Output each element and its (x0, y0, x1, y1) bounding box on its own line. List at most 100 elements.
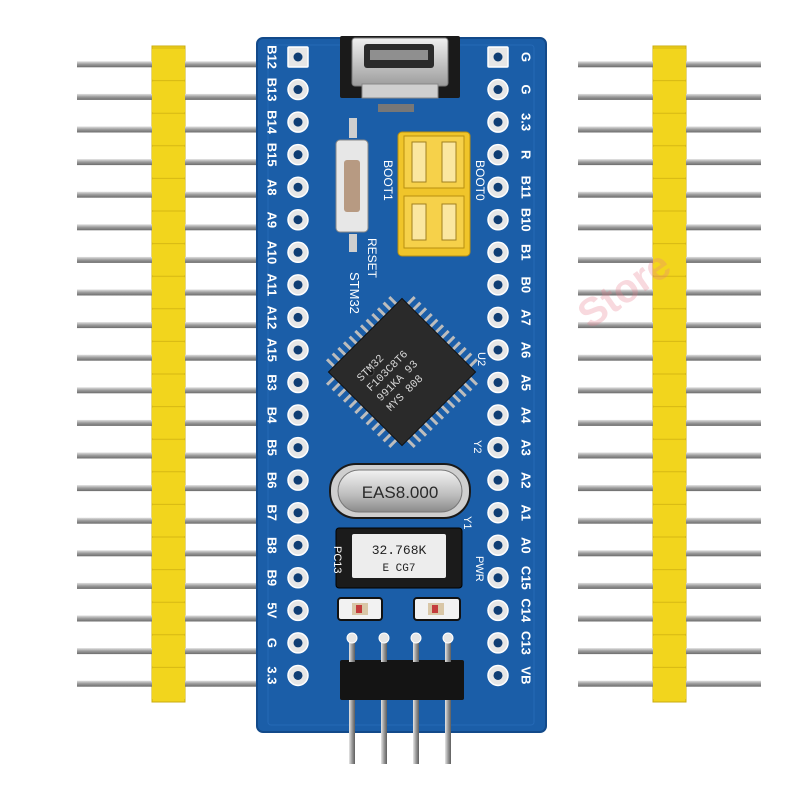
right-header-segment (653, 114, 686, 145)
right-pin-label: R (519, 150, 534, 160)
left-header-segment (152, 375, 185, 406)
right-header-segment (653, 375, 686, 406)
right-pin-hole (493, 85, 503, 95)
right-pin-pads (487, 46, 509, 687)
right-pin-hole (493, 443, 503, 453)
left-header-segment (152, 440, 185, 471)
right-pin-hole (493, 378, 503, 387)
swd-pad (378, 632, 390, 644)
left-pin-hole (293, 410, 303, 420)
left-header-segment (152, 505, 185, 536)
swd-pin (445, 700, 451, 764)
left-header-segment (152, 342, 185, 373)
swd-debug-header (340, 632, 464, 764)
left-header-segment (152, 570, 185, 602)
left-pin-label: B8 (265, 537, 280, 554)
left-pin-label: A11 (265, 273, 280, 296)
right-header-segment (653, 440, 686, 471)
led-pwr (413, 597, 461, 621)
right-pin-label: A5 (519, 374, 534, 391)
left-header-segment (152, 407, 185, 439)
right-pin-hole (493, 573, 503, 583)
right-header-segment (653, 668, 686, 699)
left-header-segment (152, 244, 185, 276)
right-pin-label: B11 (519, 176, 534, 199)
right-pin-label: C13 (519, 631, 534, 655)
right-pin-label: VB (519, 666, 534, 684)
swd-pad (346, 632, 358, 644)
stm32-label: STM32 (347, 272, 362, 314)
boot1-label: BOOT1 (381, 160, 395, 201)
crystal-8mhz-label: EAS8.000 (362, 483, 439, 502)
right-header-segment (653, 179, 686, 210)
right-pin-label: 3.3 (519, 113, 534, 131)
right-header-segment (653, 342, 686, 373)
right-pin-label: A1 (519, 504, 534, 521)
u2-label: U2 (475, 352, 487, 366)
left-pin-labels: B12B13B14B15A8A9A10A11A12A15B3B4B5B6B7B8… (265, 45, 280, 684)
right-pin-label: C15 (519, 566, 534, 590)
left-pin-label: B5 (265, 439, 280, 456)
left-pin-hole (293, 475, 303, 485)
crystal-8mhz: EAS8.000 (329, 463, 471, 519)
right-header-segment (653, 309, 686, 341)
right-pin-hole (493, 638, 503, 648)
right-pin-hole (493, 117, 503, 127)
right-pin-hole (493, 312, 503, 322)
micro-usb-connector (340, 36, 460, 112)
y2-label: Y2 (471, 440, 483, 453)
left-pin-label: 3.3 (265, 666, 280, 684)
left-header-segment (152, 81, 185, 113)
left-pin-hole (293, 150, 303, 160)
swd-pin (381, 700, 387, 764)
left-header-segment (152, 538, 185, 569)
crystal-32k-line-1: 32.768K (372, 543, 427, 558)
left-pin-hole (293, 573, 303, 583)
right-header-segment (653, 538, 686, 569)
right-header-segment (653, 635, 686, 667)
right-pin-hole (493, 540, 503, 550)
left-header-segment (152, 603, 185, 634)
pwr-label: PWR (473, 556, 485, 582)
left-header-segment (152, 277, 185, 308)
right-pin-labels: GG3.3RB11B10B1B0A7A6A5A4A3A2A1A0C15C14C1… (519, 52, 534, 685)
right-header-segment (653, 603, 686, 634)
right-header-segment (653, 407, 686, 439)
right-header-segment (653, 570, 686, 602)
left-pin-label: 5V (265, 602, 280, 618)
left-pin-label: B7 (265, 504, 280, 521)
left-pin-label: A15 (265, 338, 280, 362)
left-pin-label: A12 (265, 305, 280, 329)
right-pin-label: A3 (519, 439, 534, 456)
left-pin-label: B4 (265, 407, 280, 424)
right-pin-label: G (519, 84, 534, 94)
left-pin-hole (293, 345, 303, 355)
left-header-segment (152, 635, 185, 667)
left-pin-hole (293, 280, 303, 290)
left-pin-label: A8 (265, 179, 280, 196)
left-pin-hole (293, 540, 303, 550)
left-header-segment (152, 472, 185, 504)
right-pin-hole (493, 475, 503, 485)
y1-label: Y1 (461, 516, 473, 529)
swd-pin (349, 700, 355, 764)
left-pin-label: A10 (265, 240, 280, 264)
left-pin-hole (293, 443, 303, 453)
left-header-segment (152, 146, 185, 178)
left-header-segment (152, 114, 185, 145)
right-header-segment (653, 505, 686, 536)
left-pin-hole (293, 312, 303, 322)
left-pin-label: B6 (265, 472, 280, 489)
right-pin-label: C14 (519, 598, 534, 623)
left-header-segment (152, 49, 185, 80)
right-pin-hole (493, 182, 503, 192)
right-pin-hole (493, 52, 503, 62)
right-pin-label: A0 (519, 537, 534, 554)
right-pin-hole (493, 605, 503, 615)
right-pin-label: G (519, 52, 534, 62)
left-pin-hole (293, 215, 303, 225)
left-header-segment (152, 212, 185, 243)
right-header-segment (653, 49, 686, 80)
left-pin-hole (293, 85, 303, 95)
